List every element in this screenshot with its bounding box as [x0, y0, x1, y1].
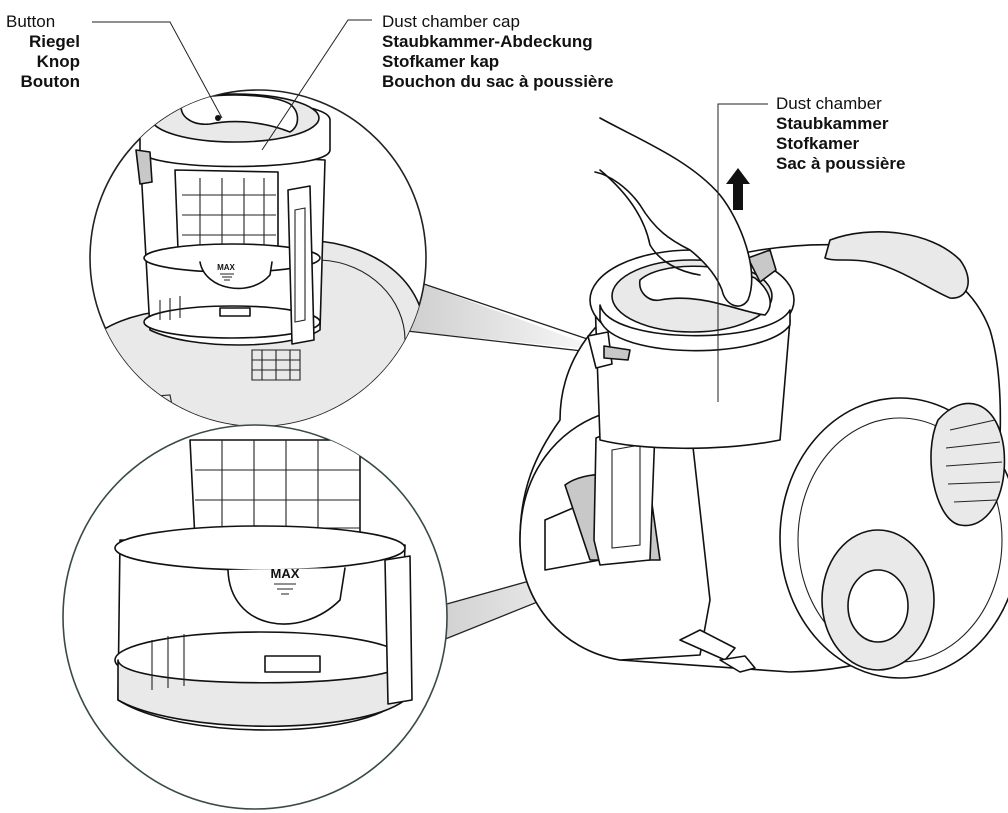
- label-cap-en: Dust chamber cap: [382, 12, 520, 31]
- vacuum-cleaner: [519, 117, 1008, 679]
- label-chamber-en: Dust chamber: [776, 94, 882, 113]
- max-mark-top: MAX: [217, 263, 235, 272]
- label-button-en: Button: [6, 12, 56, 31]
- side-grille: [930, 402, 1006, 527]
- label-chamber: Dust chamber Staubkammer Stofkamer Sac à…: [776, 94, 905, 174]
- label-cap-nl: Stofkamer kap: [382, 52, 500, 72]
- magnifier-top: MAX: [89, 89, 427, 427]
- label-chamber-de: Staubkammer: [776, 114, 889, 134]
- max-mark-bottom: MAX: [271, 566, 300, 581]
- callout-chamber: [717, 103, 768, 402]
- label-button-de: Riegel: [28, 32, 80, 52]
- label-button: Button Riegel Knop Bouton: [0, 12, 80, 92]
- label-button-fr: Bouton: [20, 72, 80, 92]
- hand: [594, 117, 753, 307]
- label-button-nl: Knop: [36, 52, 80, 72]
- dust-chamber: [587, 249, 795, 450]
- label-chamber-nl: Stofkamer: [776, 134, 860, 154]
- label-cap-de: Staubkammer-Abdeckung: [382, 32, 593, 52]
- label-cap-fr: Bouchon du sac à poussière: [382, 72, 614, 92]
- callout-cap: [261, 19, 372, 151]
- label-chamber-fr: Sac à poussière: [776, 154, 906, 174]
- label-cap: Dust chamber cap Staubkammer-Abdeckung S…: [382, 12, 613, 92]
- magnifier-bottom: MAX: [62, 424, 448, 810]
- callout-button: [92, 21, 223, 119]
- arrow-up-icon: [726, 168, 750, 210]
